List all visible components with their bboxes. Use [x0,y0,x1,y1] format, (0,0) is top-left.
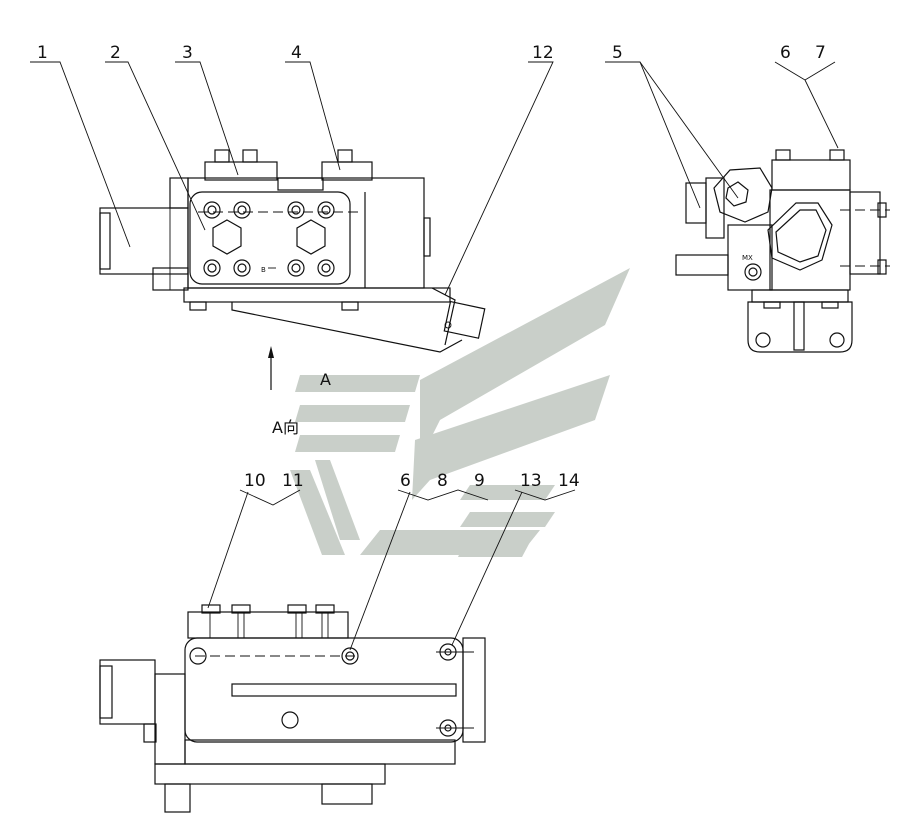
base-plate [183,287,451,303]
callout-9: 9 [474,471,485,491]
callout-12: 12 [532,43,554,63]
callout-4: 4 [291,43,302,63]
side-main-hex [767,202,833,271]
callout-13: 13 [520,471,542,491]
callout-7: 7 [815,43,826,63]
callout-1: 1 [37,43,48,63]
side-body [769,189,851,291]
slot [231,683,457,697]
mount-bracket [747,301,853,353]
callout-8: 8 [437,471,448,491]
cover-plate [189,191,351,285]
callout-5: 5 [612,43,623,63]
arrow-label: A [320,370,331,389]
port-group-left [203,201,251,277]
solenoid-housing [99,207,189,275]
watermark-logo [290,268,630,557]
mounting-plate [184,637,464,743]
top-block-3 [204,161,278,181]
callout-10: 10 [244,471,266,491]
callout-11: 11 [282,471,304,491]
top-block-4 [321,161,373,181]
view-arrow-a: A A向 [268,346,331,437]
valve-body [187,177,425,289]
callout-14: 14 [558,471,580,491]
bracket-foot [443,300,486,339]
view-label: A向 [272,418,299,437]
callout-2: 2 [110,43,121,63]
side-view: MX 5 6 7 [605,43,890,353]
callout-3: 3 [182,43,193,63]
port-mark: B [261,266,266,274]
callout-6-bottom: 6 [400,471,411,491]
port-group-right [287,201,335,277]
view-a: 10 11 6 8 9 13 14 [99,471,580,813]
fitting [744,263,762,281]
callout-6-top: 6 [780,43,791,63]
front-view: B 1 2 3 4 12 [30,43,554,353]
fitting-mark: MX [742,254,753,262]
